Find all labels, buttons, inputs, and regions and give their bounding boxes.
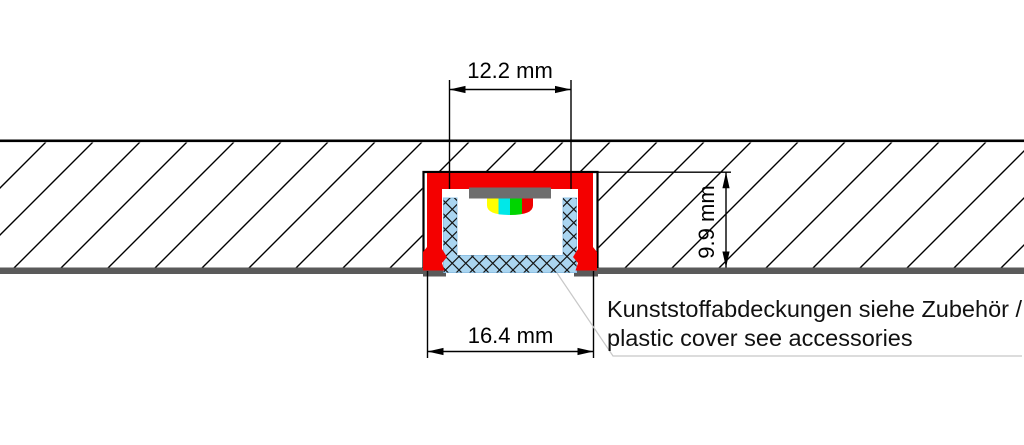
arrowhead-top-right [555, 85, 571, 94]
arrowhead-bottom-left [427, 347, 444, 356]
surface-under-left-flange [423, 269, 446, 277]
rgb-led-dome [487, 198, 533, 215]
note-leader-line [556, 272, 1022, 357]
led-segment-green [510, 198, 522, 215]
dimension-bottom-width [426, 271, 595, 358]
led-segment-red [522, 198, 533, 215]
led-profile-housing [423, 173, 597, 271]
led-segment-cyan [498, 198, 510, 215]
plastic-cover-crosshatch [443, 198, 577, 273]
accessories-note-line1: Kunststoffabdeckungen siehe Zubehör / [607, 296, 1023, 322]
accessories-note-line2: plastic cover see accessories [607, 324, 913, 351]
arrowhead-top-left [449, 85, 466, 94]
dim-label-depth: 9.9 mm [694, 185, 719, 259]
led-pcb-bar [469, 187, 551, 199]
wall-surface-right [597, 267, 1024, 274]
dimension-top-width [448, 80, 572, 189]
recess-cut-edges [422, 170, 599, 268]
accessories-note: Kunststoffabdeckungen siehe Zubehör / pl… [607, 295, 1022, 352]
arrowhead-depth-top [722, 172, 730, 189]
wall-surface-left [0, 267, 427, 274]
dim-label-bottom-width: 16.4 mm [467, 323, 554, 348]
wall-top-edge-line [0, 139, 1024, 143]
arrowhead-depth-bottom [722, 251, 730, 268]
led-segment-yellow [487, 198, 499, 215]
dim-label-top-width: 12.2 mm [467, 58, 553, 83]
arrowhead-bottom-right [577, 347, 594, 356]
surface-under-right-flange [574, 269, 598, 277]
